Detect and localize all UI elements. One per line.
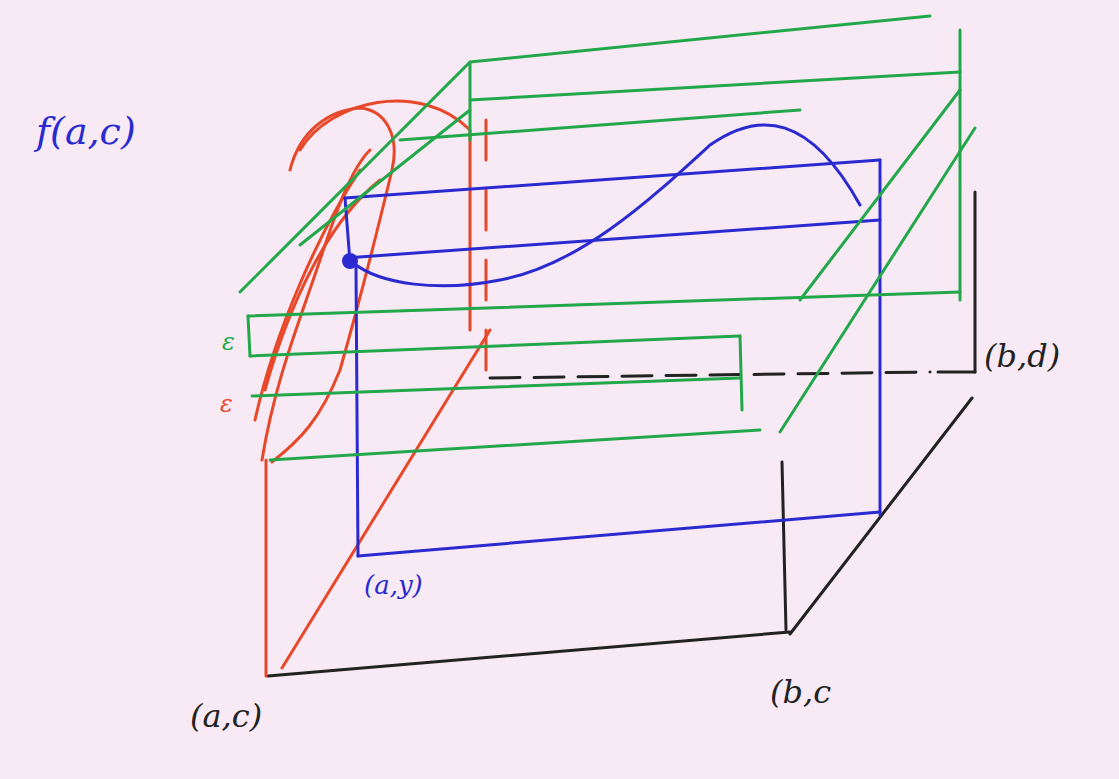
corner-label: (b,c (770, 676, 831, 708)
corner-label: (a,c) (190, 700, 262, 732)
epsilon-label: ε (220, 392, 233, 416)
function-value-label: f(a,c) (36, 112, 136, 150)
epsilon-label: ε (222, 330, 235, 354)
corner-label: (b,d) (984, 340, 1060, 372)
point-label: (a,y) (364, 572, 423, 598)
